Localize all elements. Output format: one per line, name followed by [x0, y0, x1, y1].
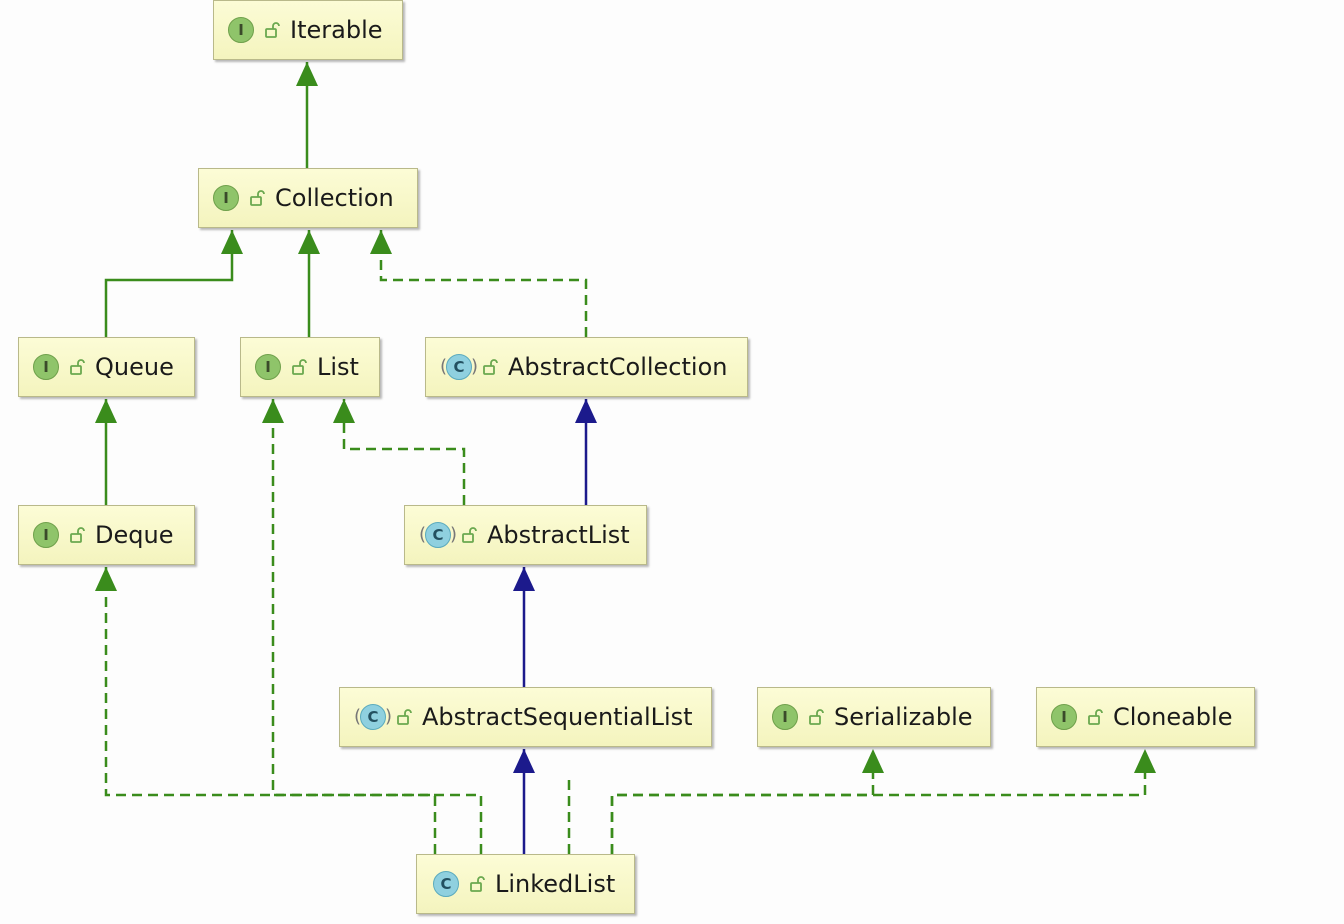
interface-icon: I: [255, 354, 281, 380]
edge-queue-collection: [104, 230, 234, 337]
unlock-icon: [292, 359, 307, 375]
edge-linkedlist-deque-arrowhead: [95, 567, 117, 591]
abstract-class-icon: C: [419, 522, 457, 548]
interface-icon: I: [213, 185, 239, 211]
unlock-icon: [1088, 709, 1103, 725]
node-label: List: [317, 353, 359, 381]
unlock-icon: [397, 709, 412, 725]
edge-linkedlist-list: [271, 399, 483, 854]
edge-abstractsequentiallist-abstractlist-arrowhead: [513, 567, 535, 591]
edge-linkedlist-abstractsequentiallist-arrowhead: [513, 749, 535, 773]
node-list[interactable]: I List: [240, 337, 380, 397]
interface-icon: I: [33, 522, 59, 548]
node-serializable[interactable]: I Serializable: [757, 687, 991, 747]
node-label: AbstractSequentialList: [422, 703, 693, 731]
node-label: Iterable: [290, 16, 383, 44]
node-label: LinkedList: [495, 870, 616, 898]
unlock-icon: [70, 527, 85, 543]
edge-abstractlist-abstractcollection-arrowhead: [575, 399, 597, 423]
interface-icon: I: [1051, 704, 1077, 730]
unlock-icon: [70, 359, 85, 375]
node-iterable[interactable]: I Iterable: [213, 0, 403, 60]
edge-abstractcollection-collection-arrowhead: [370, 230, 392, 254]
unlock-icon: [265, 22, 280, 38]
edge-linkedlist-serializable-arrowhead: [862, 749, 884, 773]
node-label: Cloneable: [1113, 703, 1233, 731]
abstract-class-icon: C: [440, 354, 478, 380]
interface-icon: I: [772, 704, 798, 730]
node-cloneable[interactable]: I Cloneable: [1036, 687, 1255, 747]
edge-abstractcollection-collection: [379, 230, 588, 337]
edge-linkedlist-serializable: [610, 749, 875, 854]
unlock-icon: [470, 876, 485, 892]
edge-linkedlist-deque: [104, 567, 437, 854]
node-collection[interactable]: I Collection: [198, 168, 418, 228]
unlock-icon: [250, 190, 265, 206]
edge-queue-collection-arrowhead: [221, 230, 243, 254]
node-linked-list[interactable]: C LinkedList: [416, 854, 635, 914]
edge-abstractlist-list-arrowhead: [333, 399, 355, 423]
node-abstract-collection[interactable]: C AbstractCollection: [425, 337, 748, 397]
interface-icon: I: [33, 354, 59, 380]
edge-linkedlist-cloneable-arrowhead: [1134, 749, 1156, 773]
unlock-icon: [462, 527, 477, 543]
edge-abstractlist-list: [342, 399, 466, 505]
unlock-icon: [809, 709, 824, 725]
node-label: AbstractList: [487, 521, 630, 549]
node-abstract-sequential-list[interactable]: C AbstractSequentialList: [339, 687, 712, 747]
node-abstract-list[interactable]: C AbstractList: [404, 505, 647, 565]
interface-icon: I: [228, 17, 254, 43]
node-label: Collection: [275, 184, 394, 212]
edge-list-collection-arrowhead: [298, 230, 320, 254]
node-label: Queue: [95, 353, 174, 381]
edge-deque-queue-arrowhead: [95, 399, 117, 423]
node-label: AbstractCollection: [508, 353, 728, 381]
node-deque[interactable]: I Deque: [18, 505, 195, 565]
abstract-class-icon: C: [354, 704, 392, 730]
node-label: Serializable: [834, 703, 973, 731]
class-icon: C: [433, 871, 459, 897]
node-label: Deque: [95, 521, 174, 549]
node-queue[interactable]: I Queue: [18, 337, 195, 397]
edge-collection-iterable-arrowhead: [296, 62, 318, 86]
edge-linkedlist-list-arrowhead: [262, 399, 284, 423]
unlock-icon: [483, 359, 498, 375]
